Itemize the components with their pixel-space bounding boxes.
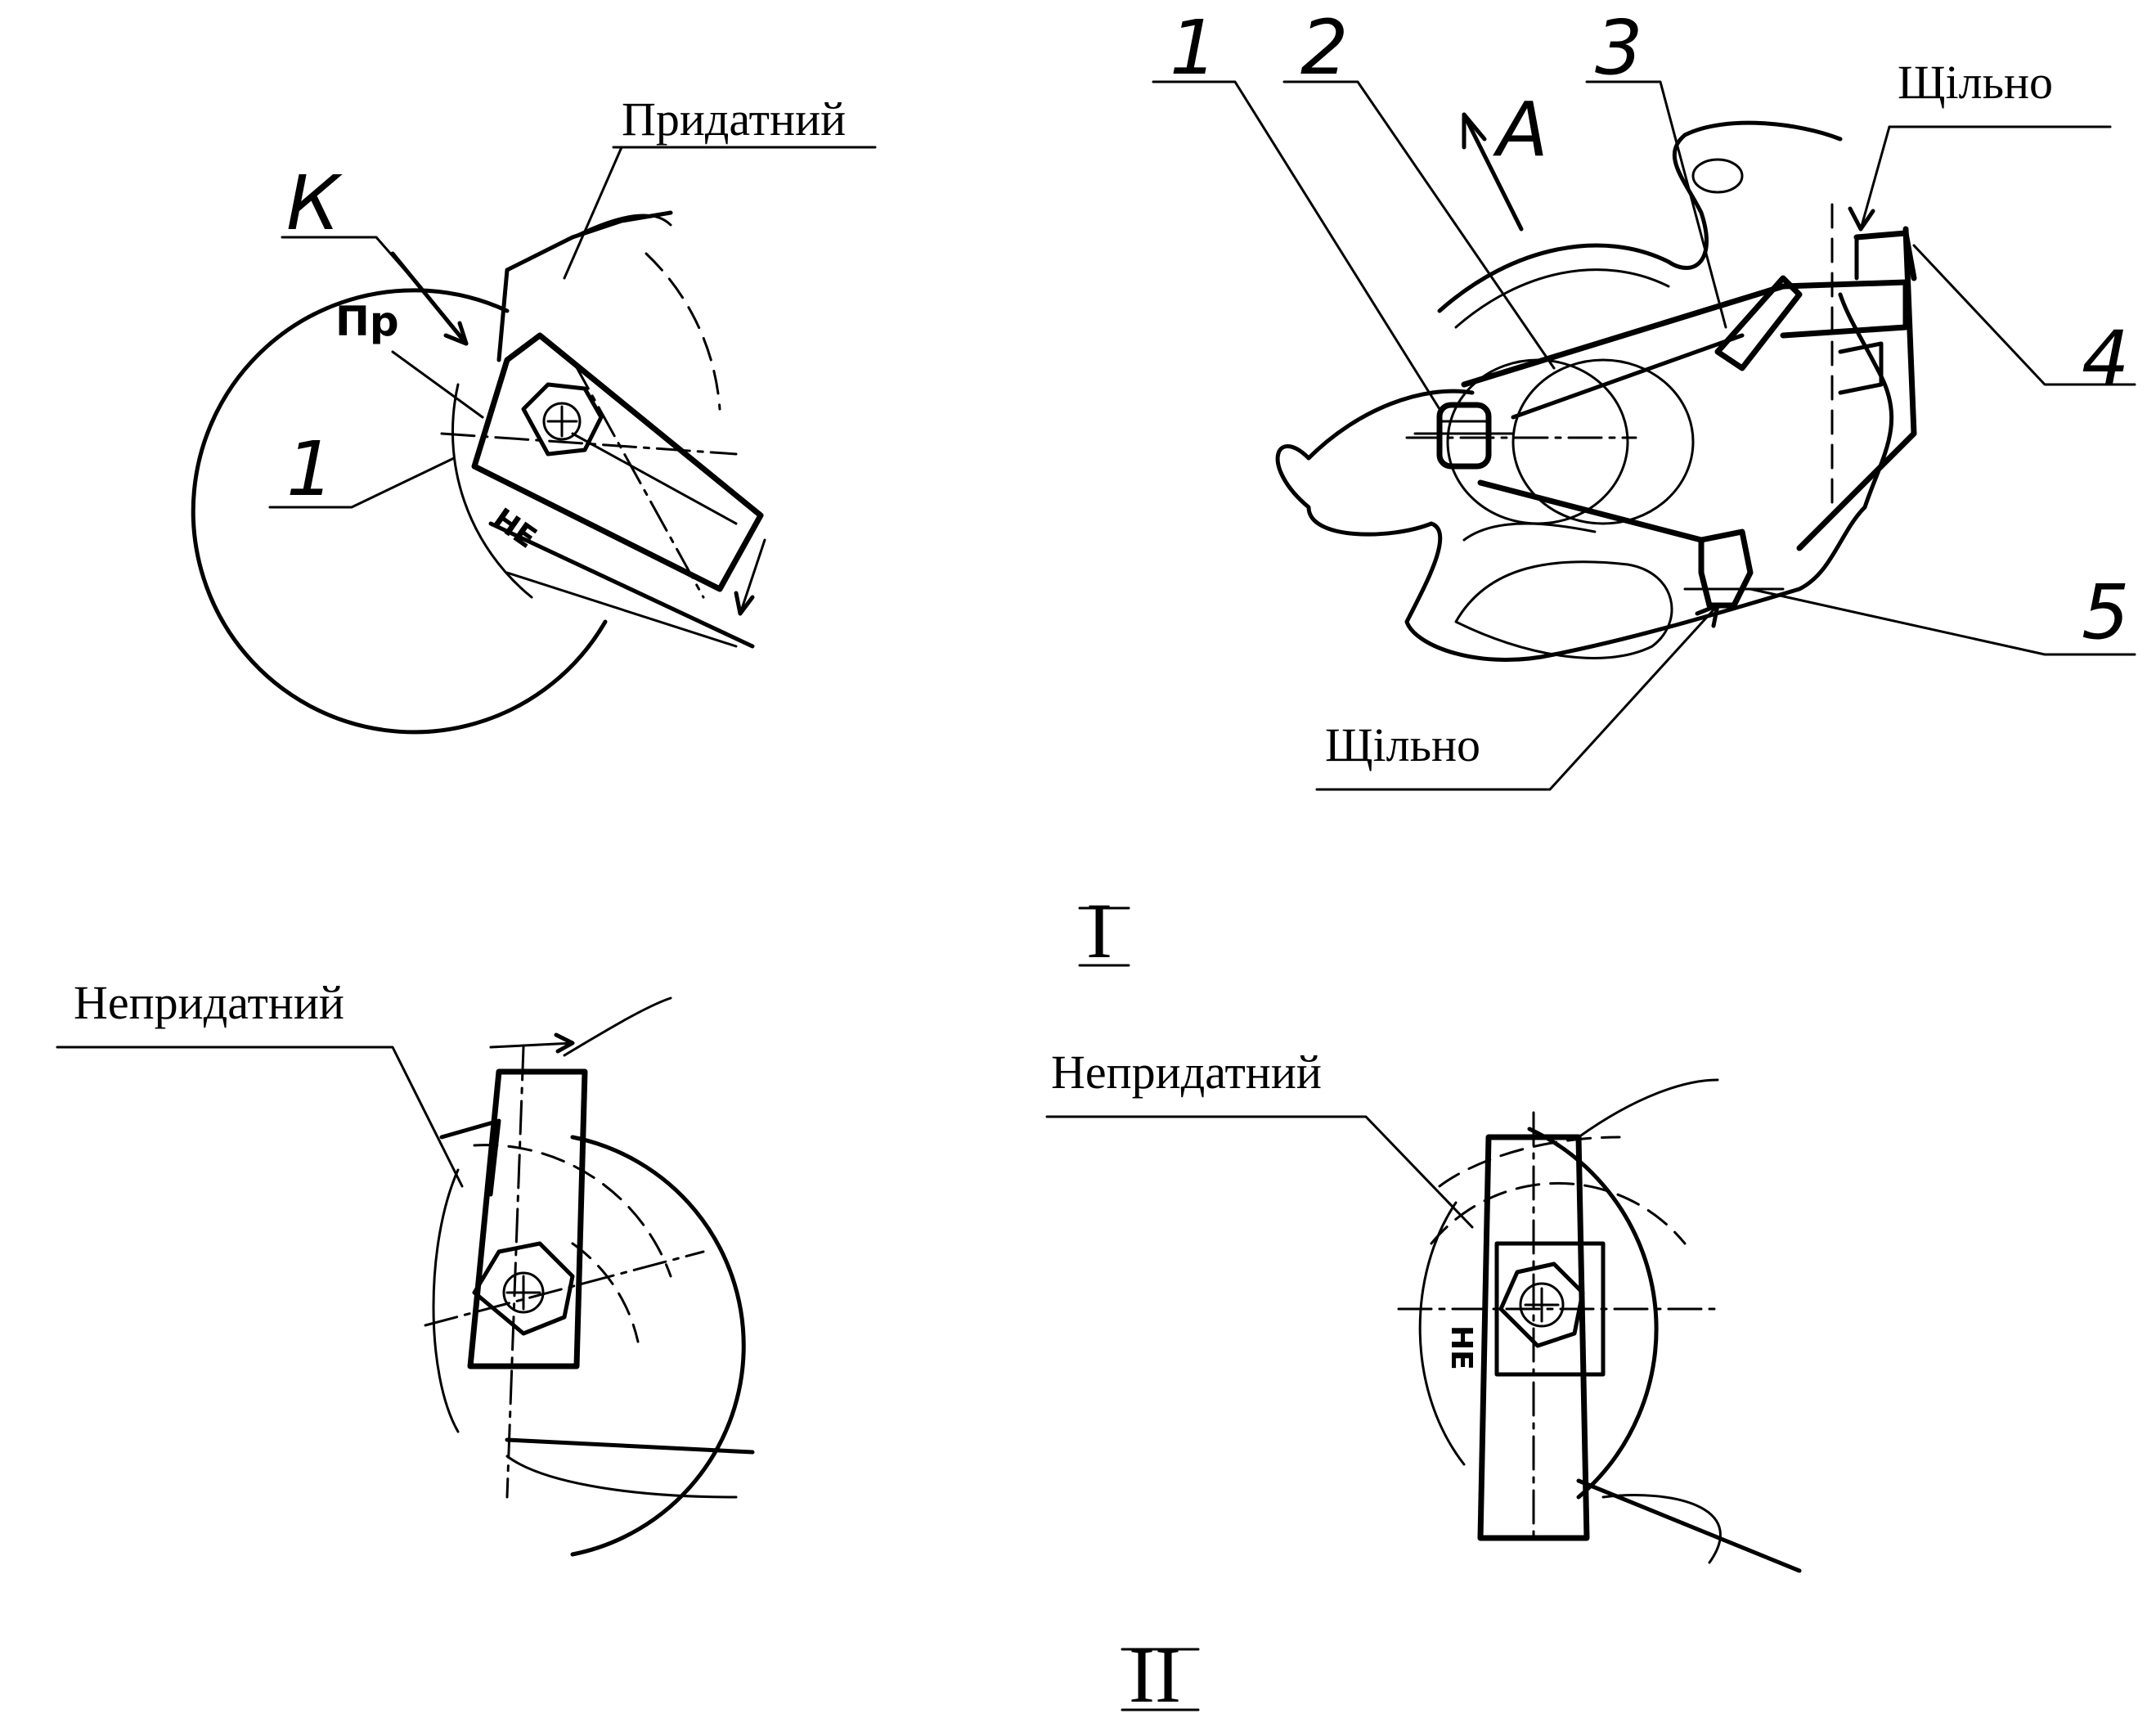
label-unfit-left: Непридатний bbox=[74, 976, 344, 1029]
leader-1-right bbox=[1152, 80, 1441, 411]
label-2: 2 bbox=[1300, 4, 1349, 92]
label-ne-left: НЕ bbox=[487, 502, 542, 555]
label-k: К bbox=[286, 160, 343, 247]
leader-5 bbox=[1749, 587, 2136, 656]
top-left-gauge-view bbox=[191, 210, 766, 735]
leader-tight-bottom bbox=[1315, 604, 1719, 791]
leader-1-left bbox=[268, 456, 456, 509]
leader-unfit-right bbox=[1045, 1115, 1474, 1229]
leader-3 bbox=[1585, 80, 1727, 329]
label-unfit-right: Непридатний bbox=[1051, 1046, 1322, 1099]
top-left-labels: К Пр 1 Придатний НЕ bbox=[268, 92, 877, 555]
label-3: 3 bbox=[1595, 4, 1643, 92]
label-tight-top: Щільно bbox=[1898, 56, 2053, 109]
label-a: А bbox=[1493, 86, 1548, 173]
bottom-right-gauge-view bbox=[1397, 1078, 1802, 1573]
figure-i-caption: I bbox=[1078, 887, 1130, 974]
bottom-left-gauge-view bbox=[424, 996, 755, 1557]
label-pr: Пр bbox=[335, 298, 399, 345]
label-5: 5 bbox=[2082, 569, 2130, 656]
label-4: 4 bbox=[2082, 315, 2130, 403]
leader-pr bbox=[391, 350, 484, 419]
bottom-right-labels: Непридатний НЕ bbox=[1045, 1046, 1478, 1370]
top-right-labels: 1 2 3 4 5 А Щільно Щільно bbox=[1152, 4, 2136, 791]
leader-2 bbox=[1282, 80, 1556, 370]
leader-4 bbox=[1912, 244, 2136, 386]
leader-k bbox=[281, 236, 435, 304]
label-fit: Придатний bbox=[622, 92, 846, 146]
figure-label-ii: II bbox=[1129, 1631, 1181, 1719]
top-right-assembly-view bbox=[1275, 112, 1917, 662]
label-1-right: 1 bbox=[1170, 4, 1218, 92]
leader-unfit-left bbox=[56, 1046, 464, 1188]
label-ne-right: НЕ bbox=[1444, 1325, 1478, 1370]
label-tight-bottom: Щільно bbox=[1325, 718, 1480, 771]
figure-ii-caption: II bbox=[1121, 1631, 1200, 1719]
bottom-left-labels: Непридатний bbox=[56, 976, 464, 1188]
label-1-left: 1 bbox=[286, 425, 335, 513]
figure-label-i: I bbox=[1086, 887, 1112, 974]
